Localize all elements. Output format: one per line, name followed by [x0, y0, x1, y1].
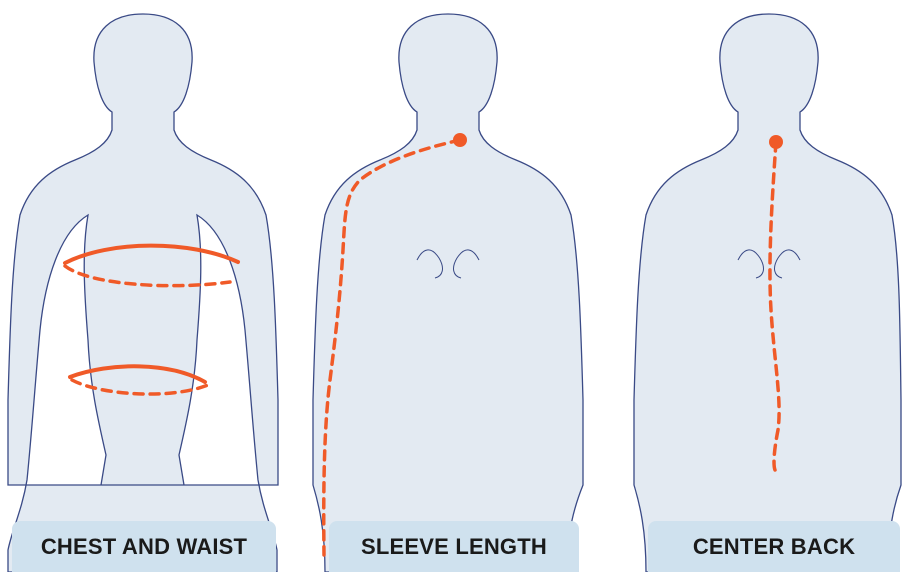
center-back-panel: CENTER BACK [626, 0, 909, 572]
neck-point-marker [453, 133, 467, 147]
back-torso-figure-center [626, 0, 909, 572]
chest-waist-panel: CHEST AND WAIST [0, 0, 290, 572]
sleeve-panel: SLEEVE LENGTH [305, 0, 595, 572]
center-back-label: CENTER BACK [648, 521, 900, 572]
sleeve-label: SLEEVE LENGTH [329, 521, 579, 572]
front-torso-figure [0, 0, 290, 572]
torso-silhouette [313, 14, 583, 572]
chest-waist-label: CHEST AND WAIST [12, 521, 276, 572]
neck-point-marker [769, 135, 783, 149]
back-torso-figure-sleeve [305, 0, 595, 572]
torso-silhouette [8, 14, 278, 572]
torso-silhouette [634, 14, 901, 572]
